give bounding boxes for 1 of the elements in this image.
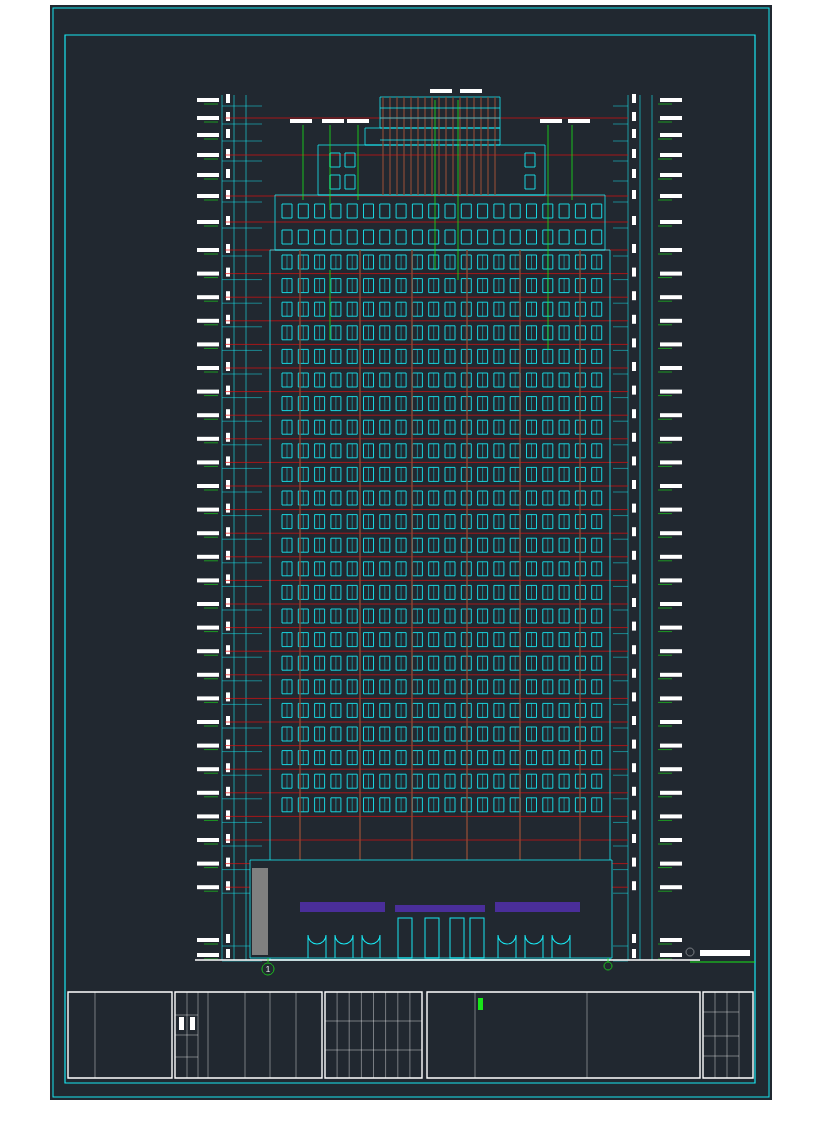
grid-axis-bubble: 1 xyxy=(261,962,275,976)
